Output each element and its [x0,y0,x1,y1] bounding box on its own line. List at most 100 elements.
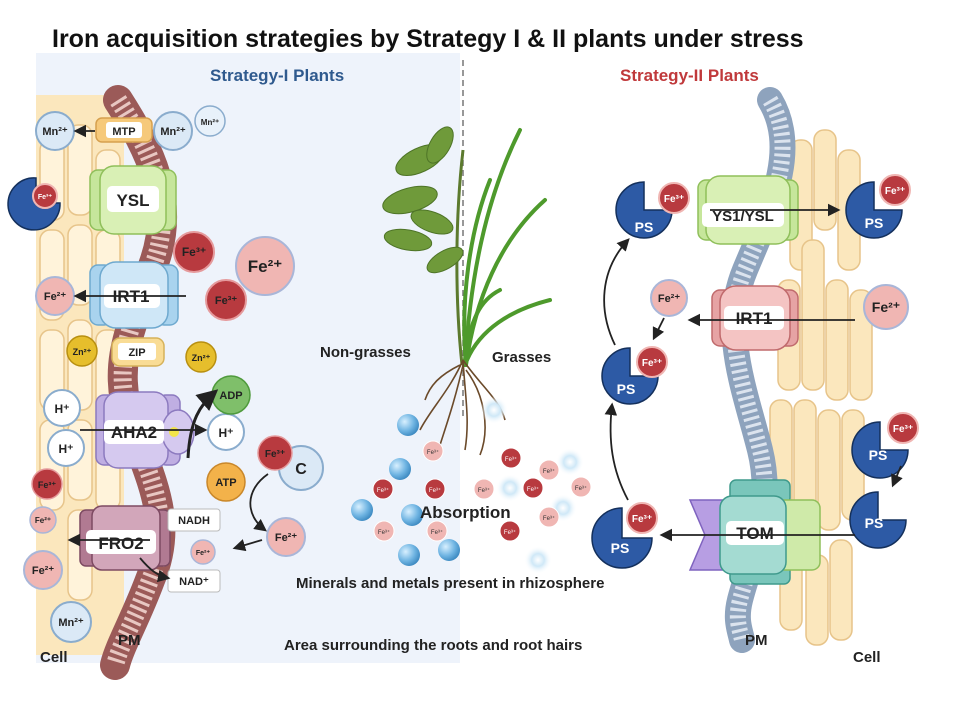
absorption-label: Absorption [420,503,511,522]
ysl-label: YSL [116,191,149,210]
fe2-ion-small-label: Fe²⁺ [35,516,51,525]
left-pm-label: PM [118,632,141,649]
root-area-label: Area surrounding the roots and root hair… [284,637,582,654]
mn-ion-small-label: Mn²⁺ [201,118,219,127]
mtp-transporter: MTP [95,117,153,143]
svg-text:Fe³⁺: Fe³⁺ [642,358,662,369]
non-grasses-label: Non-grasses [320,344,411,361]
svg-text:Fe³⁺: Fe³⁺ [427,449,439,456]
fe3-ion-c [257,435,293,471]
fe2-ion-bottom-label: Fe²⁺ [32,565,55,577]
adp-label: ADP [219,390,242,402]
svg-text:Fe³⁺: Fe³⁺ [378,529,390,536]
svg-text:PS: PS [635,219,654,235]
irt1-right-label: IRT1 [736,309,773,328]
irt1-right-transporter: IRT1 [711,285,799,351]
zn-ion-b-label: Zn²⁺ [192,353,211,363]
fe2-ion-right-b [863,284,909,330]
fro2-label: FRO2 [98,534,143,553]
ps-complex-e: Fe³⁺ PS [591,502,658,569]
mn-ion-left-label: Mn²⁺ [42,126,68,138]
rhizosphere-minerals-label: Minerals and metals present in rhizosphe… [296,575,604,592]
fe3-ion-b-label: Fe³⁺ [215,295,238,307]
right-pm-label: PM [745,632,768,649]
h-ion-b [47,429,85,467]
fe3-ion-lower-label: Fe³⁺ [38,480,57,490]
left-cell-label: Cell [40,649,68,666]
h-ion-b-label: H⁺ [59,442,74,456]
fe2-ion-right-a-label: Fe²⁺ [658,293,681,305]
mn-ion-mid [153,111,193,151]
zip-label: ZIP [128,347,145,359]
fe3-ion-lower [31,468,63,500]
ps-complex-d: Fe³⁺ PS [851,412,919,479]
ps-complex-b: Fe³⁺ PS [845,174,911,239]
ps-edge-left [7,177,61,231]
svg-text:Fe³⁺: Fe³⁺ [505,456,517,463]
mn-ion-small [194,105,226,137]
svg-text:Fe³⁺: Fe³⁺ [893,424,913,435]
svg-text:PS: PS [611,540,630,556]
fe3-edge-icon [32,183,58,209]
svg-text:Fe³⁺: Fe³⁺ [632,514,652,525]
fe3-edge-label: Fe³⁺ [38,194,53,201]
fe2-ion-inside-label: Fe²⁺ [44,291,67,303]
rhizosphere-fe-dots: Fe³⁺ Fe³⁺ Fe³⁺ Fe³⁺ Fe³⁺ Fe³⁺ Fe³⁺ Fe³⁺ … [372,440,592,542]
nad-label: NAD⁺ [179,576,209,588]
fe3-ion-a [173,231,215,273]
tom-label: TOM [736,524,773,543]
strategy1-heading: Strategy-I Plants [210,66,344,85]
fe2-ion-mid-label: Fe²⁺ [196,550,211,557]
atp-molecule [206,462,246,502]
h-ion-a [43,389,81,427]
zn-ion-a [66,335,98,367]
right-arrows [603,203,903,542]
nadh-label: NADH [178,515,210,527]
svg-text:Fe³⁺: Fe³⁺ [431,529,443,536]
mn-ion-bottom [50,601,92,643]
fe2-ion-right-b-label: Fe²⁺ [872,299,900,315]
fe2-ion-big-label: Fe²⁺ [248,257,283,276]
non-grass-plant [382,126,465,366]
svg-text:Fe³⁺: Fe³⁺ [478,487,490,494]
svg-text:Fe³⁺: Fe³⁺ [575,485,587,492]
fro2-reductase: FRO2 [79,505,171,571]
strategy2-heading: Strategy-II Plants [620,66,759,85]
svg-text:Fe³⁺: Fe³⁺ [664,194,684,205]
left-arrows [67,124,269,583]
nadh-box [167,508,221,532]
right-cell-label: Cell [853,649,881,666]
ps-free: PS [849,491,907,549]
h-ion-c-label: H⁺ [219,426,234,440]
svg-text:PS: PS [865,515,884,531]
svg-text:PS: PS [865,215,884,231]
ps-complex-c: Fe³⁺ PS [601,346,668,405]
svg-text:Fe³⁺: Fe³⁺ [543,468,555,475]
ysl-transporter: YSL [89,165,177,235]
fe3-ion-a-label: Fe³⁺ [182,245,206,259]
svg-text:Fe³⁺: Fe³⁺ [504,529,516,536]
fe2-ion-mid [190,539,216,565]
fe2-ion-out [266,517,306,557]
irt1-left-transporter: IRT1 [89,261,179,329]
aha2-pump: AHA2 [95,391,195,469]
atp-label: ATP [215,477,236,489]
svg-text:PS: PS [617,381,636,397]
fe2-ion-right-a [650,279,688,317]
fe2-ion-big [235,236,295,296]
ys1-ysl-label: YS1/YSL [712,208,774,225]
h-ion-a-label: H⁺ [55,402,70,416]
rhizosphere-bubbles [351,396,584,574]
mn-ion-bottom-label: Mn²⁺ [58,617,84,629]
fe3-ion-b [205,279,247,321]
aha2-label: AHA2 [111,423,157,442]
svg-text:Fe³⁺: Fe³⁺ [885,186,905,197]
svg-text:Fe³⁺: Fe³⁺ [429,487,441,494]
zn-ion-b [185,341,217,373]
mn-ion-mid-label: Mn²⁺ [160,126,186,138]
fe2-ion-bottom [23,550,63,590]
zip-transporter: ZIP [111,337,165,367]
svg-text:Fe³⁺: Fe³⁺ [377,487,389,494]
